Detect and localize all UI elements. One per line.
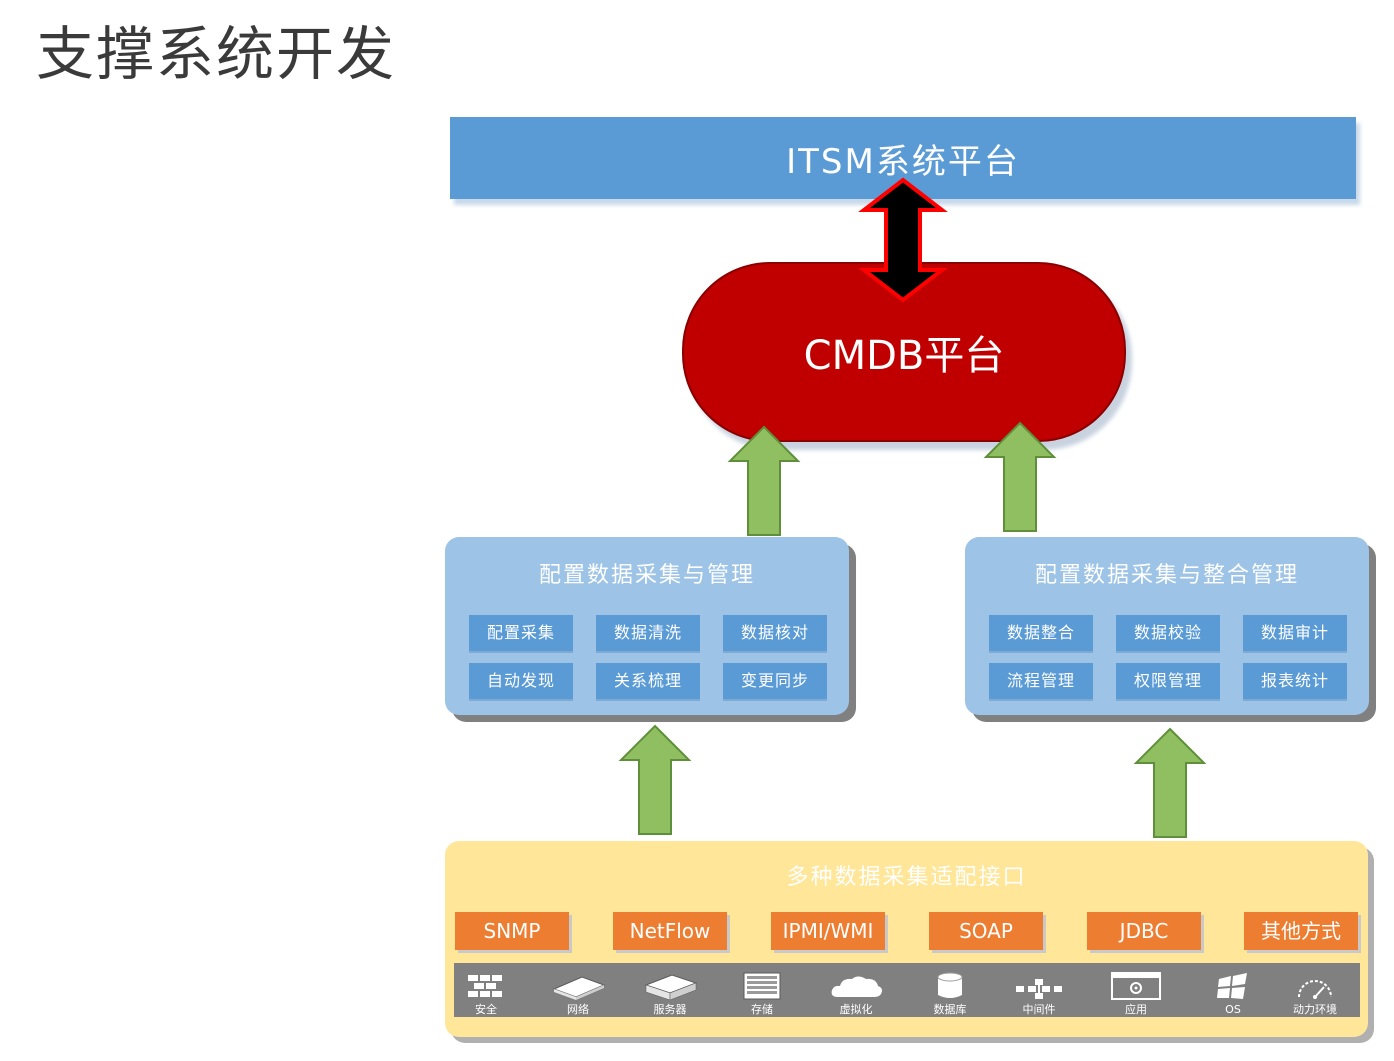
itsm-platform-label: ITSM系统平台	[786, 141, 1020, 182]
left-config-panel: 配置数据采集与管理 配置采集 数据清洗 数据核对 自动发现 关系梳理 变更同步	[445, 537, 849, 715]
resource-label: 存储	[751, 1003, 773, 1016]
right-chip-1[interactable]: 数据整合	[989, 615, 1093, 653]
resource-security[interactable]: 安全	[440, 963, 532, 1017]
resource-label: 应用	[1125, 1003, 1147, 1016]
protocol-other[interactable]: 其他方式	[1244, 912, 1358, 950]
up-arrow-collect-to-left	[618, 724, 692, 835]
resource-label: 安全	[475, 1003, 497, 1016]
resource-label: 服务器	[653, 1003, 687, 1016]
resource-label: 数据库	[933, 1003, 967, 1016]
resource-icon-bar: 安全 网络 服务器 存储	[454, 963, 1360, 1017]
resource-label: 中间件	[1022, 1003, 1056, 1016]
protocol-ipmi-wmi[interactable]: IPMI/WMI	[771, 912, 885, 950]
left-chip-3[interactable]: 数据核对	[723, 615, 827, 653]
windows-icon	[1217, 973, 1247, 999]
up-arrow-collect-to-right	[1133, 727, 1207, 838]
protocol-netflow[interactable]: NetFlow	[613, 912, 727, 950]
resource-label: 网络	[567, 1003, 589, 1016]
cloud-icon	[831, 976, 882, 997]
left-panel-title: 配置数据采集与管理	[538, 563, 755, 588]
collection-title: 多种数据采集适配接口	[786, 865, 1027, 890]
left-chip-2[interactable]: 数据清洗	[596, 615, 700, 653]
data-collection-layer: 多种数据采集适配接口 SNMP NetFlow IPMI/WMI SOAP JD…	[445, 841, 1368, 1037]
bidirectional-arrow	[858, 177, 948, 303]
up-arrow-right-to-cmdb	[983, 421, 1057, 532]
resource-power-environment[interactable]: 动力环境	[1269, 963, 1361, 1017]
right-chip-2[interactable]: 数据校验	[1116, 615, 1220, 653]
middleware-icon	[1016, 979, 1062, 999]
resource-virtualization[interactable]: 虚拟化	[810, 963, 902, 1017]
resource-os[interactable]: OS	[1187, 963, 1279, 1017]
resource-server[interactable]: 服务器	[624, 963, 716, 1017]
protocol-soap[interactable]: SOAP	[929, 912, 1043, 950]
cmdb-platform-label: CMDB平台	[803, 333, 1005, 379]
right-chip-4[interactable]: 流程管理	[989, 663, 1093, 701]
server-icon	[644, 974, 698, 1001]
cmdb-platform[interactable]: CMDB平台	[682, 262, 1126, 442]
left-chip-5[interactable]: 关系梳理	[596, 663, 700, 701]
gauge-icon	[1298, 980, 1332, 999]
right-chip-5[interactable]: 权限管理	[1116, 663, 1220, 701]
resource-label: OS	[1225, 1003, 1241, 1016]
page-title: 支撑系统开发	[36, 20, 397, 88]
resource-storage[interactable]: 存储	[716, 963, 808, 1017]
application-icon	[1111, 972, 1161, 1000]
right-chip-6[interactable]: 报表统计	[1243, 663, 1347, 701]
resource-network[interactable]: 网络	[532, 963, 624, 1017]
router-icon	[552, 976, 606, 1000]
left-chip-4[interactable]: 自动发现	[469, 663, 573, 701]
right-panel-title: 配置数据采集与整合管理	[1034, 563, 1299, 588]
right-chip-3[interactable]: 数据审计	[1243, 615, 1347, 653]
resource-database[interactable]: 数据库	[904, 963, 996, 1017]
up-arrow-left-to-cmdb	[727, 425, 801, 536]
right-config-panel: 配置数据采集与整合管理 数据整合 数据校验 数据审计 流程管理 权限管理 报表统…	[965, 537, 1369, 715]
firewall-icon	[468, 975, 502, 997]
protocol-jdbc[interactable]: JDBC	[1087, 912, 1201, 950]
left-chip-6[interactable]: 变更同步	[723, 663, 827, 701]
resource-middleware[interactable]: 中间件	[993, 963, 1085, 1017]
protocol-snmp[interactable]: SNMP	[455, 912, 569, 950]
resource-application[interactable]: 应用	[1090, 963, 1182, 1017]
resource-label: 动力环境	[1293, 1003, 1337, 1016]
database-icon	[937, 972, 963, 998]
resource-label: 虚拟化	[839, 1003, 873, 1016]
storage-icon	[743, 972, 781, 1000]
left-chip-1[interactable]: 配置采集	[469, 615, 573, 653]
